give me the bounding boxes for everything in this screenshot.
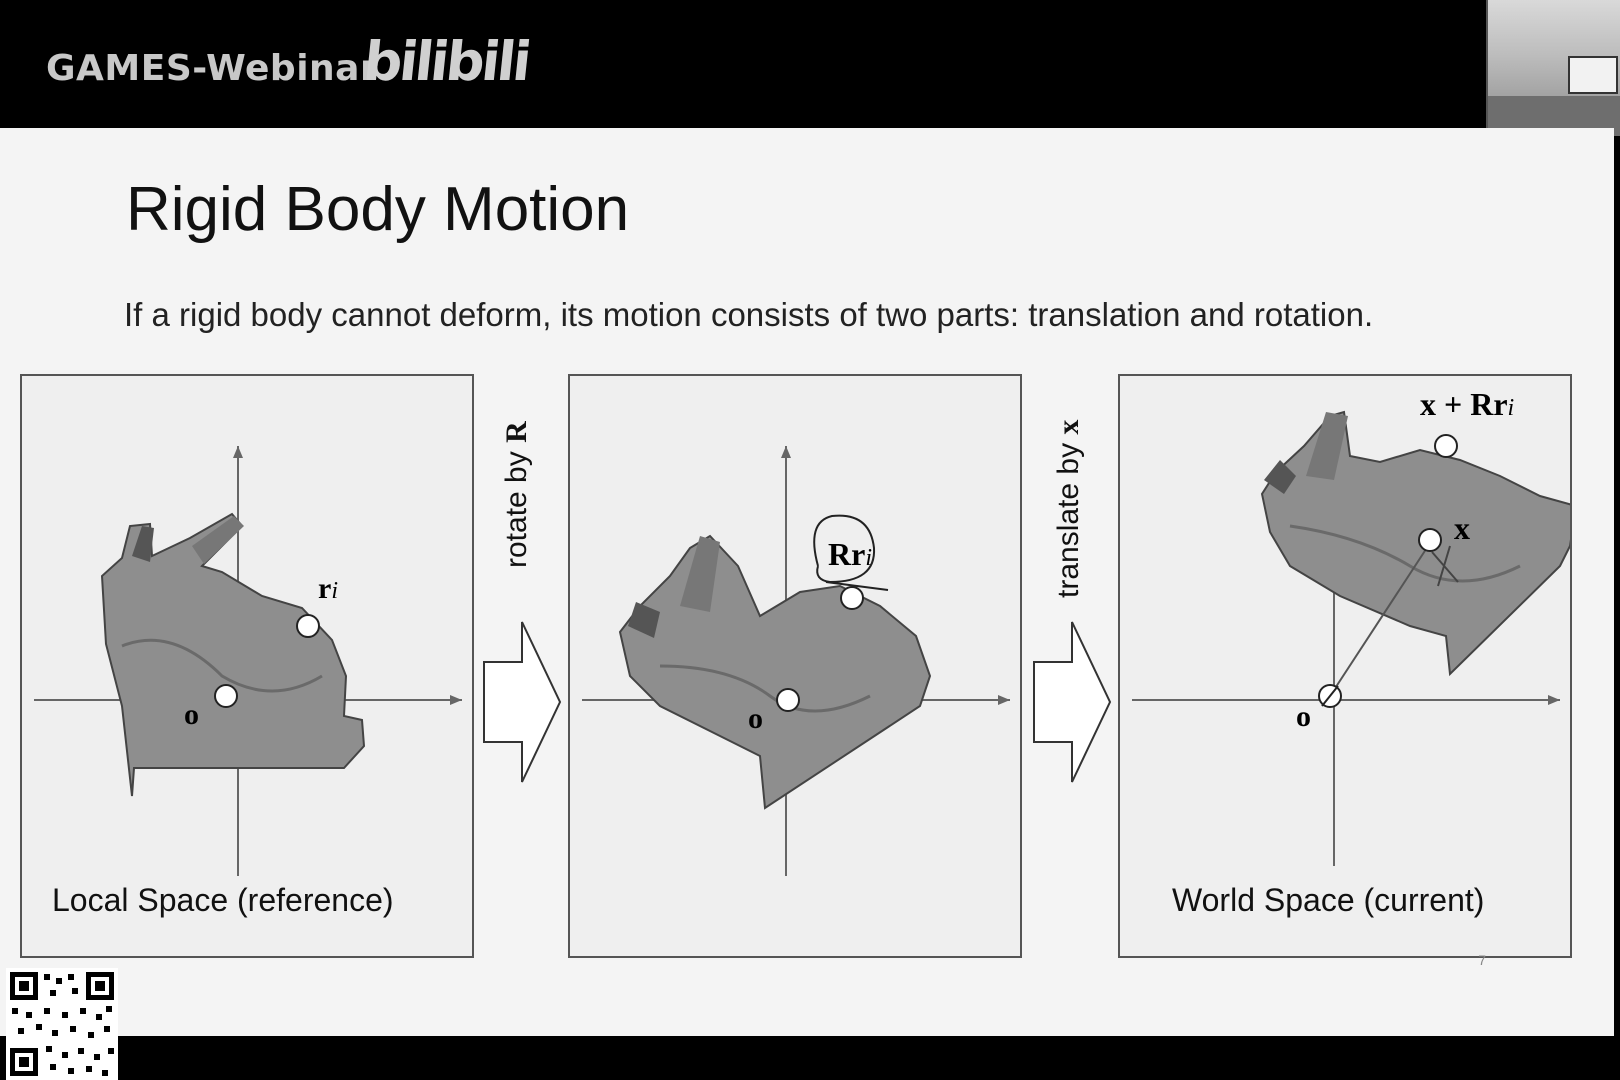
qr-code-graphic bbox=[10, 972, 114, 1076]
translation-vector bbox=[1329, 539, 1433, 697]
panel-world-space: o x x + Rri World Space (current) bbox=[1118, 374, 1572, 958]
bilibili-logo: bilibili bbox=[360, 30, 532, 93]
slide-title: Rigid Body Motion bbox=[126, 175, 630, 244]
local-space-caption: Local Space (reference) bbox=[52, 882, 394, 918]
panel-rotated: o Rri bbox=[568, 374, 1022, 958]
origin-label: o bbox=[748, 702, 763, 735]
webcam-feed bbox=[1486, 0, 1620, 136]
origin-point bbox=[214, 684, 238, 708]
video-top-bar: GAMES-Webinar bilibili bbox=[0, 0, 1620, 128]
translate-by-symbol: x bbox=[1052, 419, 1085, 435]
games-webinar-brand: GAMES-Webinar bbox=[46, 48, 379, 89]
x-point bbox=[1418, 528, 1442, 552]
ri-label-main: r bbox=[318, 572, 332, 605]
rotated-diagram bbox=[582, 446, 1010, 876]
x-plus-rri-main: x + Rr bbox=[1420, 386, 1508, 422]
origin-point bbox=[776, 688, 800, 712]
page-number: 7 bbox=[1478, 952, 1486, 968]
x-plus-rri-label: x + Rri bbox=[1420, 386, 1514, 423]
rri-label-main: Rr bbox=[828, 536, 866, 572]
rri-label-sub: i bbox=[865, 545, 872, 571]
bunny-model bbox=[618, 534, 932, 810]
pen-annotation-circle bbox=[813, 514, 876, 584]
y-axis-arrowhead bbox=[781, 446, 791, 458]
ri-point bbox=[296, 614, 320, 638]
rri-label: Rri bbox=[828, 536, 872, 573]
bunny-model bbox=[1260, 410, 1570, 677]
webcam-room-screen bbox=[1568, 56, 1618, 94]
panel-local-space: o ri Local Space (reference) bbox=[20, 374, 474, 958]
translate-by-text: translate by bbox=[1052, 442, 1085, 598]
rotate-by-symbol: R bbox=[500, 421, 533, 443]
video-bottom-bar bbox=[0, 1036, 1620, 1080]
world-space-caption: World Space (current) bbox=[1172, 882, 1485, 918]
pen-annotation-x bbox=[1431, 545, 1459, 587]
ri-label: ri bbox=[318, 572, 338, 606]
origin-label: o bbox=[1296, 700, 1311, 733]
ri-label-sub: i bbox=[331, 578, 338, 604]
translate-by-label: translate by x bbox=[1052, 420, 1086, 598]
translate-arrow bbox=[1033, 621, 1112, 783]
slide: Rigid Body Motion If a rigid body cannot… bbox=[0, 128, 1614, 1036]
world-space-diagram bbox=[1132, 410, 1570, 866]
x-plus-rri-sub: i bbox=[1507, 395, 1515, 421]
rotate-by-label: rotate by R bbox=[500, 421, 534, 568]
x-axis-arrowhead bbox=[998, 695, 1010, 705]
bunny-model bbox=[100, 512, 366, 797]
slide-subtitle: If a rigid body cannot deform, its motio… bbox=[124, 296, 1374, 333]
rri-point bbox=[840, 586, 864, 610]
rotate-arrow bbox=[483, 621, 562, 783]
rotate-by-text: rotate by bbox=[500, 451, 533, 568]
y-axis-arrowhead bbox=[233, 446, 243, 458]
pen-annotation-stroke bbox=[825, 581, 889, 591]
x-plus-rri-point bbox=[1434, 434, 1458, 458]
x-axis-arrowhead bbox=[1548, 695, 1560, 705]
qr-code-icon bbox=[6, 968, 118, 1080]
origin-label: o bbox=[184, 698, 199, 731]
local-space-diagram bbox=[34, 446, 462, 876]
x-axis-arrowhead bbox=[450, 695, 462, 705]
origin-strike bbox=[1321, 685, 1339, 707]
x-label: x bbox=[1454, 510, 1470, 546]
